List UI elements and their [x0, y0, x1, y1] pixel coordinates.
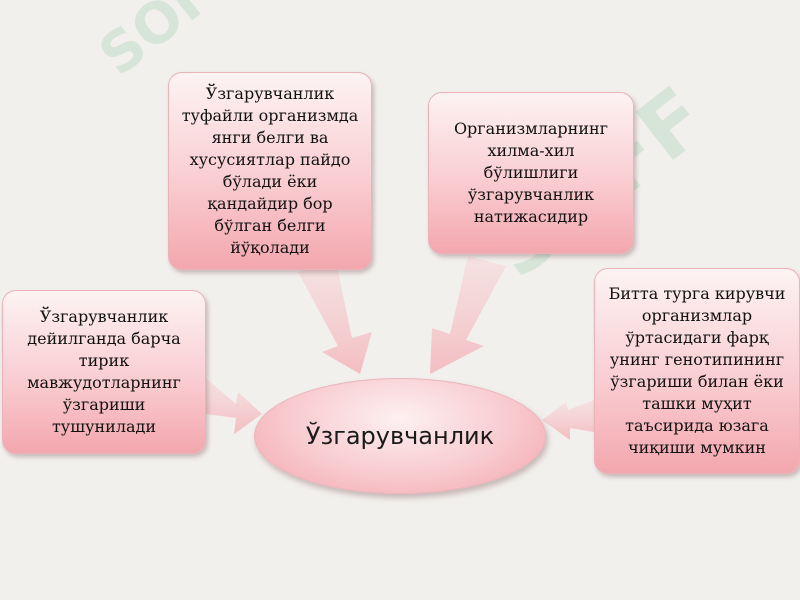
arrow-top-left: [298, 262, 372, 374]
text-box-top-left: Ўзгарувчанлик туфайли организмда янги бе…: [168, 72, 372, 270]
center-concept-label: Ўзгарувчанлик: [305, 422, 495, 450]
text-box-top-right: Организмларнинг хилма-хил бўлишлиги ўзга…: [428, 92, 634, 254]
arrow-right: [542, 400, 594, 440]
text-box-right: Битта турга кирувчи организмлар ўртасида…: [594, 268, 800, 474]
center-concept-ellipse: Ўзгарувчанлик: [254, 378, 546, 494]
arrow-top-right: [430, 256, 506, 374]
text-box-left: Ўзгарувчанлик дейилганда барча тирик мав…: [2, 290, 206, 454]
arrow-left: [206, 378, 262, 434]
